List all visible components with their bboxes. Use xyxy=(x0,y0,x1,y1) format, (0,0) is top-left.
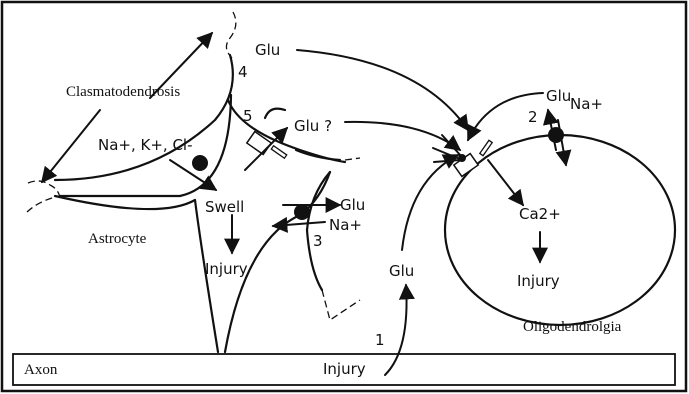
label-num-1: 1 xyxy=(375,331,385,349)
receptor-cap-oligo xyxy=(478,139,494,157)
arrow-clasmato-up xyxy=(149,31,214,99)
label-swell: Swell xyxy=(205,198,244,216)
axon-bar xyxy=(12,353,676,386)
dashed-fragments xyxy=(26,11,361,322)
label-num-5: 5 xyxy=(243,107,253,125)
arrow-swell-up xyxy=(244,126,289,171)
label-injury-oligo: Injury xyxy=(517,272,560,290)
label-glu-oligo: Glu xyxy=(546,87,571,105)
label-na-oligo: Na+ xyxy=(570,95,603,113)
label-injury-astrocyte: Injury xyxy=(205,260,248,278)
arrow-na-in xyxy=(271,216,326,233)
arrow-na-oligo-in xyxy=(555,119,572,167)
oligodendroglia-cell xyxy=(443,133,677,327)
label-num-3: 3 xyxy=(313,232,323,250)
arrow-na-oligo-out xyxy=(542,108,559,151)
label-na-mid: Na+ xyxy=(329,216,362,234)
label-astrocyte: Astrocyte xyxy=(88,231,147,247)
label-injury-axon: Injury xyxy=(323,360,366,378)
label-oligodendroglia: Oligodendrolgia xyxy=(523,319,622,335)
astrocyte-outline xyxy=(53,53,347,354)
label-clasmatodendrosis: Clasmatodendrosis xyxy=(66,84,180,100)
arrow-ca-in xyxy=(487,159,524,207)
label-glu-top: Glu xyxy=(255,41,280,59)
arrow-glu-oligo xyxy=(467,92,544,142)
transporter-glu-na xyxy=(294,204,310,220)
arrow-clasmato-down xyxy=(40,109,101,184)
burst-2 xyxy=(441,134,463,158)
transporter-ions xyxy=(192,155,208,171)
label-ca: Ca2+ xyxy=(519,205,561,223)
arrow-ions-in xyxy=(169,159,218,191)
receptor-cap-astrocyte xyxy=(270,144,288,160)
label-glu-mid: Glu xyxy=(340,196,365,214)
label-axon: Axon xyxy=(24,362,58,378)
arrow-axon-up xyxy=(384,283,415,376)
burst-1 xyxy=(432,147,463,161)
label-num-2: 2 xyxy=(528,108,538,126)
burst-3 xyxy=(433,159,461,163)
arrows xyxy=(40,31,572,376)
label-ions: Na+, K+, Cl- xyxy=(98,136,193,154)
receptor-astrocyte xyxy=(245,130,273,156)
label-glu-question: Glu ? xyxy=(294,117,332,135)
label-num-4: 4 xyxy=(238,63,248,81)
label-glu-low: Glu xyxy=(389,262,414,280)
arrow-glu-top xyxy=(296,49,469,132)
receptor-oligo xyxy=(452,152,480,178)
